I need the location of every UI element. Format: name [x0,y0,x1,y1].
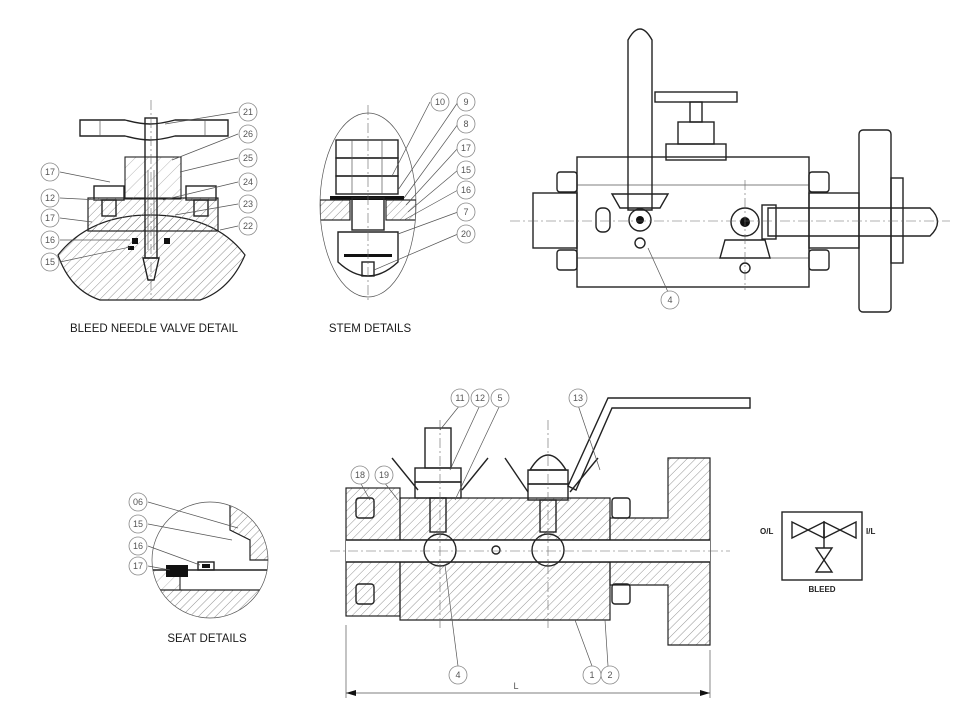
valve-schematic: O/L I/L BLEED [760,511,875,594]
svg-text:1: 1 [589,670,594,680]
svg-text:19: 19 [379,470,389,480]
svg-text:16: 16 [45,235,55,245]
svg-text:15: 15 [461,165,471,175]
svg-text:24: 24 [243,177,253,187]
bleed-needle-valve-detail: 21 26 25 24 23 22 17 12 17 16 15 BLEED N… [40,100,258,335]
bleed-callouts: 21 26 25 24 23 22 17 12 17 16 15 [40,102,258,272]
svg-text:17: 17 [45,213,55,223]
svg-text:17: 17 [45,167,55,177]
svg-text:13: 13 [573,393,583,403]
bleed-needle-caption: BLEED NEEDLE VALVE DETAIL [70,323,239,335]
svg-text:20: 20 [461,229,471,239]
svg-text:4: 4 [455,670,460,680]
svg-text:11: 11 [455,393,464,403]
seat-details: 06 15 16 17 SEAT DETAILS [128,492,269,645]
main-callouts: 11 12 5 13 18 19 4 1 2 [350,388,620,685]
svg-text:18: 18 [355,470,365,480]
svg-text:4: 4 [667,295,672,305]
svg-text:23: 23 [243,199,253,209]
main-section-view: 11 12 5 13 18 19 4 1 2 L [330,388,751,698]
svg-text:8: 8 [463,119,468,129]
inlet-label: I/L [866,527,875,536]
stem-callouts: 10 9 8 17 15 16 7 20 [430,92,476,244]
svg-text:25: 25 [243,153,253,163]
svg-text:16: 16 [461,185,471,195]
length-label: L [513,681,518,691]
seat-caption: SEAT DETAILS [167,633,247,645]
svg-text:21: 21 [243,107,253,117]
svg-text:15: 15 [133,519,143,529]
svg-text:15: 15 [45,257,55,267]
stem-caption: STEM DETAILS [329,323,412,335]
svg-text:12: 12 [475,393,485,403]
svg-text:9: 9 [463,97,468,107]
svg-text:22: 22 [243,221,253,231]
svg-text:12: 12 [45,193,55,203]
bleed-label: BLEED [808,585,835,594]
svg-text:10: 10 [435,97,445,107]
length-dimension: L [345,625,711,698]
outlet-label: O/L [760,527,773,536]
svg-text:5: 5 [497,393,502,403]
svg-text:17: 17 [461,143,471,153]
svg-text:26: 26 [243,129,253,139]
svg-text:7: 7 [463,207,468,217]
svg-text:06: 06 [133,497,143,507]
top-view: 4 [510,28,950,313]
svg-text:2: 2 [607,670,612,680]
seat-callouts: 06 15 16 17 [128,492,148,576]
svg-text:16: 16 [133,541,143,551]
svg-text:17: 17 [133,561,143,571]
stem-details: 10 9 8 17 15 16 7 20 STEM DETAILS [319,92,476,335]
